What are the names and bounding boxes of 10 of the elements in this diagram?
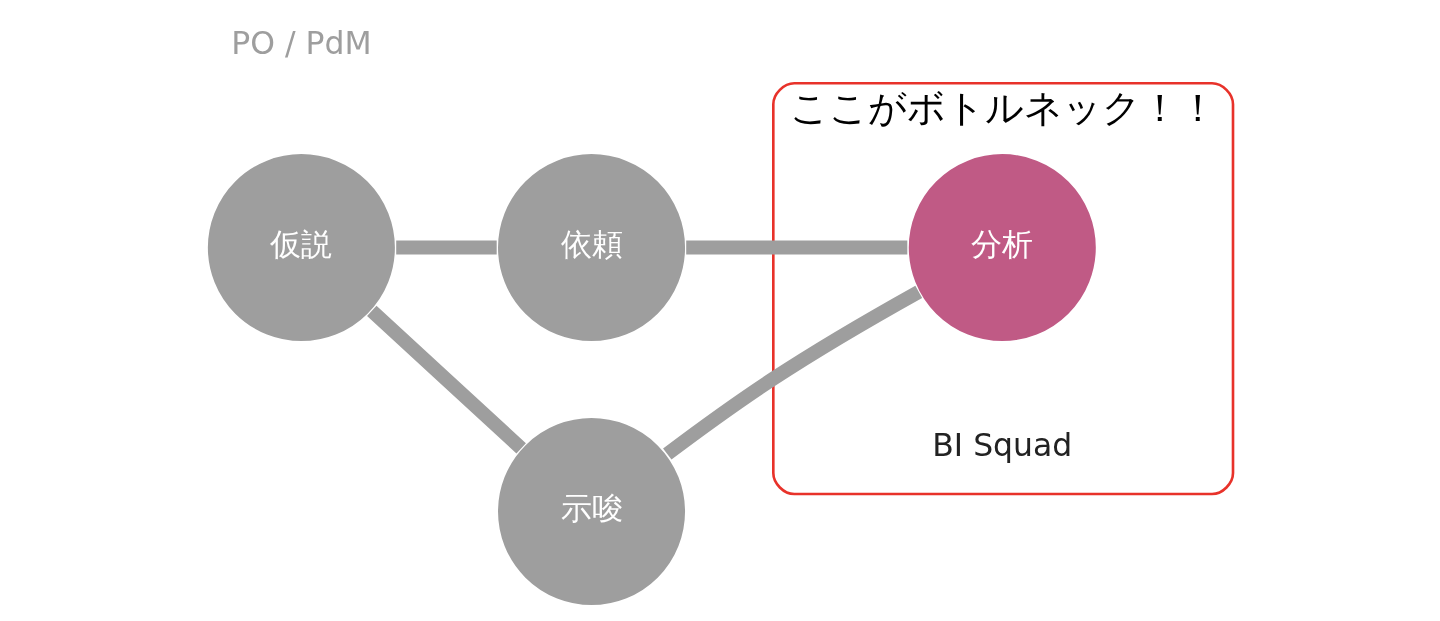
- node-text: PO / PdM: [231, 25, 372, 62]
- connector: [663, 285, 923, 460]
- node-circle: 示唆: [496, 416, 687, 607]
- connector: [686, 240, 908, 255]
- node-circle: 分析: [907, 152, 1098, 343]
- connector: [367, 305, 526, 454]
- connector: [396, 240, 497, 255]
- node-circle: 依頼: [496, 152, 687, 343]
- node-circle: 仮説: [206, 152, 397, 343]
- node-text: BI Squad: [932, 427, 1073, 464]
